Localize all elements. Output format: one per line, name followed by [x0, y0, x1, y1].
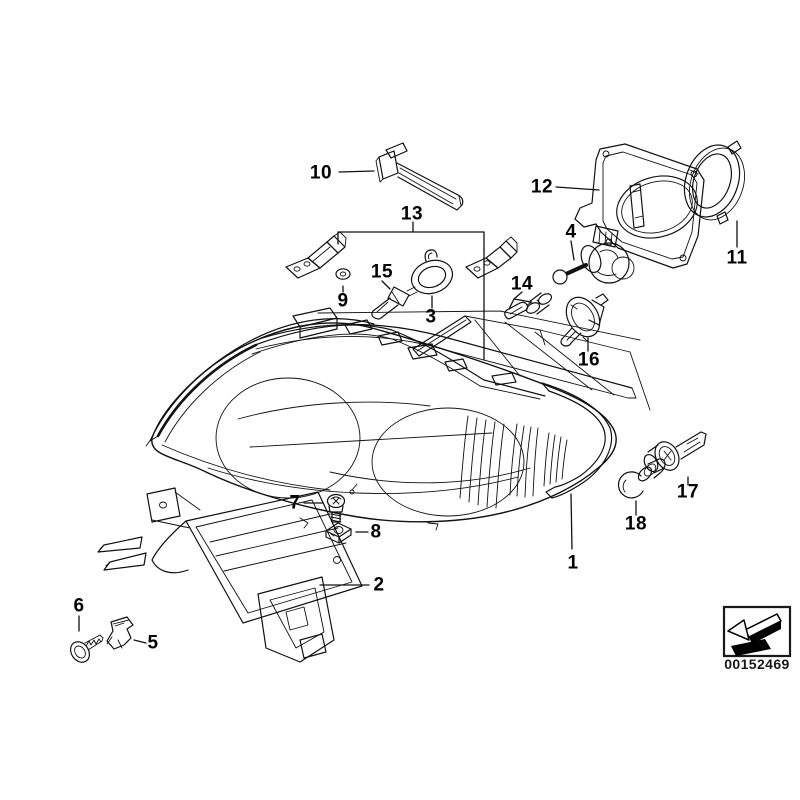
callout-18[interactable]: 18 — [624, 513, 648, 535]
callout-12[interactable]: 12 — [530, 176, 554, 198]
callout-14[interactable]: 14 — [510, 273, 534, 295]
callout-5[interactable]: 5 — [147, 632, 159, 654]
part18-bulb-drawing — [619, 459, 665, 498]
part8-clip-nut-drawing — [326, 523, 351, 543]
callout-6[interactable]: 6 — [73, 595, 85, 617]
callout-2[interactable]: 2 — [373, 574, 385, 596]
part1-headlight-assembly-drawing — [146, 308, 650, 530]
callout-10[interactable]: 10 — [309, 162, 333, 184]
callout-9[interactable]: 9 — [337, 290, 349, 312]
part9-washer-drawing — [336, 269, 350, 279]
callout-8[interactable]: 8 — [370, 521, 382, 543]
part15-bulb-drawing — [372, 287, 417, 319]
part16-bulb-drawing — [560, 291, 608, 346]
part4-adjuster-motor-drawing — [553, 226, 634, 284]
callout-13[interactable]: 13 — [400, 203, 424, 225]
callout-7[interactable]: 7 — [289, 492, 301, 514]
part3-seal-ring-drawing — [407, 250, 457, 299]
part5-clip-drawing — [107, 617, 133, 649]
part12-gasket-plate-drawing — [575, 144, 705, 268]
callout-leader-lines — [79, 171, 737, 643]
callout-17[interactable]: 17 — [676, 481, 700, 503]
part14-socket-bulb-drawing — [505, 292, 554, 319]
callout-15[interactable]: 15 — [370, 261, 394, 283]
part2-mounting-bracket-drawing — [98, 488, 362, 662]
callout-3[interactable]: 3 — [425, 306, 437, 328]
direction-arrow-icon — [728, 614, 781, 656]
callout-11[interactable]: 11 — [726, 247, 748, 269]
part11-cover-ring-drawing — [675, 137, 754, 227]
part13-right-clamp-drawing — [466, 237, 517, 278]
part10-trim-strip-drawing — [376, 143, 463, 210]
stamp-box — [724, 607, 790, 656]
callout-4[interactable]: 4 — [565, 221, 577, 243]
part13-left-clamp-drawing — [286, 232, 346, 278]
callout-1[interactable]: 1 — [567, 552, 579, 574]
part6-screw-drawing — [67, 635, 103, 666]
callout-16[interactable]: 16 — [577, 349, 601, 371]
stamp-part-number: 00152469 — [724, 656, 790, 672]
part7-screw-drawing — [328, 495, 345, 523]
